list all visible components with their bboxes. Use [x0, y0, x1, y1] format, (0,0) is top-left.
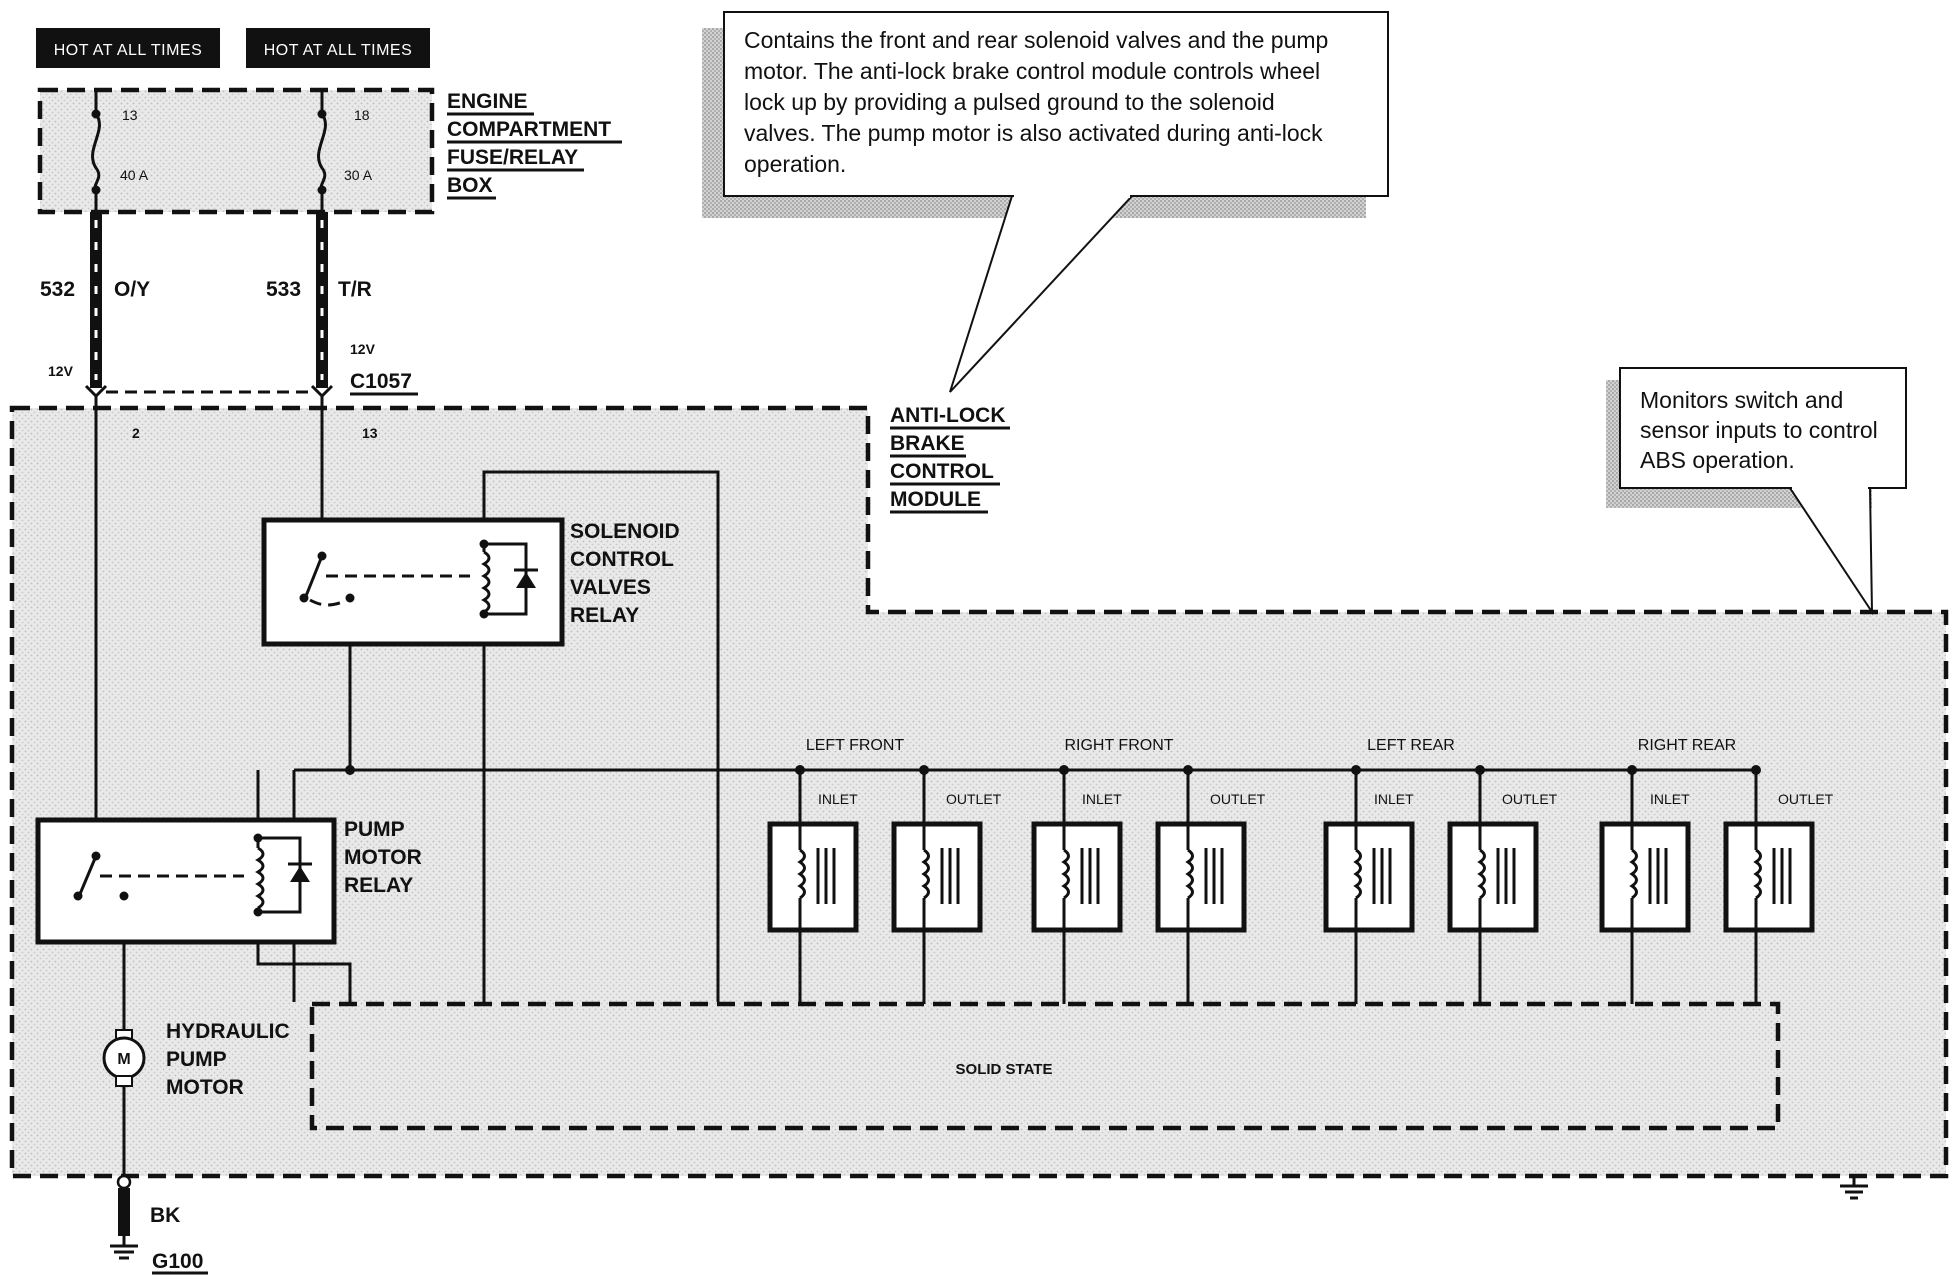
right-front-outlet-valve: OUTLET: [1155, 765, 1266, 1004]
svg-text:ENGINE: ENGINE: [447, 90, 528, 113]
outlet-label: OUTLET: [1502, 791, 1558, 807]
svg-text:ABS operation.: ABS operation.: [1640, 447, 1795, 473]
motor-symbol: M: [117, 1051, 130, 1068]
fuse-b-number: 18: [354, 107, 370, 123]
solenoid-control-valves-relay: SOLENOID CONTROL VALVES RELAY: [261, 517, 680, 647]
wire-533-color: T/R: [338, 278, 372, 301]
svg-text:HYDRAULIC: HYDRAULIC: [166, 1020, 290, 1043]
valve-group-left-rear: LEFT REAR INLET OUTLET: [1323, 737, 1558, 1004]
svg-text:MODULE: MODULE: [890, 488, 981, 511]
right-front-inlet-valve: INLET: [1031, 765, 1123, 1004]
module-ground-icon: [1840, 1176, 1868, 1200]
left-rear-inlet-valve: INLET: [1323, 765, 1415, 1004]
inlet-label: INLET: [1650, 791, 1690, 807]
pin-2: 2: [132, 425, 140, 441]
right-rear-inlet-valve: INLET: [1599, 765, 1691, 1004]
ground-g100: BK G100: [110, 1174, 208, 1275]
wire-533: 533 T/R 12V: [266, 212, 376, 388]
inlet-label: INLET: [1374, 791, 1414, 807]
valve-group-label: RIGHT FRONT: [1064, 737, 1173, 754]
svg-text:Monitors switch and: Monitors switch and: [1640, 387, 1843, 413]
svg-text:operation.: operation.: [744, 151, 846, 177]
fuse-18: 18 30 A: [317, 90, 373, 212]
connector-id: C1057: [350, 370, 412, 393]
fuse-relay-box: 13 40 A 18 30 A ENGINE COMPARTMENT FUSE/…: [37, 87, 622, 215]
pump-motor-label: HYDRAULIC PUMP MOTOR: [166, 1020, 290, 1099]
svg-text:RELAY: RELAY: [344, 874, 413, 897]
connector-c1057: C1057: [84, 370, 418, 399]
hot-at-all-times-2: HOT AT ALL TIMES: [246, 28, 430, 68]
inlet-label: INLET: [818, 791, 858, 807]
valve-group-label: RIGHT REAR: [1638, 737, 1736, 754]
wire-533-circuit: 533: [266, 278, 301, 301]
svg-text:BRAKE: BRAKE: [890, 432, 965, 455]
svg-text:motor. The anti-lock brake co: motor. The anti-lock brake control modul…: [744, 58, 1320, 84]
svg-text:BOX: BOX: [447, 174, 493, 197]
outlet-label: OUTLET: [946, 791, 1002, 807]
fuse-a-rating: 40 A: [120, 167, 149, 183]
callout-module-description: Contains the front and rear solenoid val…: [702, 11, 1389, 393]
solenoid-valves: LEFT FRONT INLET OUTLET RIGHT FRONT INLET OUT…: [767, 737, 1834, 1004]
svg-text:HOT AT ALL TIMES: HOT AT ALL TIMES: [54, 42, 203, 59]
fuse-a-number: 13: [122, 107, 138, 123]
svg-text:HOT AT ALL TIMES: HOT AT ALL TIMES: [264, 42, 413, 59]
pump-motor-relay: PUMP MOTOR RELAY: [35, 817, 422, 945]
svg-text:MOTOR: MOTOR: [344, 846, 422, 869]
inlet-label: INLET: [1082, 791, 1122, 807]
svg-text:COMPARTMENT: COMPARTMENT: [447, 118, 611, 141]
solid-state-label: SOLID STATE: [956, 1061, 1053, 1078]
wire-532-circuit: 532: [40, 278, 75, 301]
svg-text:lock up by providing a pulsed: lock up by providing a pulsed ground to …: [744, 89, 1275, 115]
fuse-b-rating: 30 A: [344, 167, 373, 183]
outlet-label: OUTLET: [1778, 791, 1834, 807]
ground-id: G100: [152, 1250, 203, 1273]
svg-text:SOLENOID: SOLENOID: [570, 520, 680, 543]
solenoid-relay-label: SOLENOID CONTROL VALVES RELAY: [570, 520, 680, 627]
ground-wire-color: BK: [150, 1204, 180, 1227]
outlet-label: OUTLET: [1210, 791, 1266, 807]
svg-text:MOTOR: MOTOR: [166, 1076, 244, 1099]
left-front-inlet-valve: INLET: [767, 765, 859, 1004]
pin-13: 13: [362, 425, 378, 441]
wire-532: 532 O/Y 12V: [40, 212, 150, 388]
left-rear-outlet-valve: OUTLET: [1447, 765, 1558, 1004]
valve-group-label: LEFT FRONT: [806, 737, 905, 754]
right-rear-outlet-valve: OUTLET: [1723, 765, 1834, 1004]
solid-state-block: SOLID STATE: [309, 1001, 1781, 1131]
svg-text:CONTROL: CONTROL: [570, 548, 674, 571]
valve-group-left-front: LEFT FRONT INLET OUTLET: [767, 737, 1002, 1004]
module-title: ANTI-LOCK BRAKE CONTROL MODULE: [890, 404, 1010, 514]
left-front-outlet-valve: OUTLET: [891, 765, 1002, 1004]
valve-group-label: LEFT REAR: [1367, 737, 1455, 754]
valve-group-right-rear: RIGHT REAR INLET OUTLET: [1599, 737, 1834, 1004]
callout-module-function: Monitors switch and sensor inputs to con…: [1606, 367, 1907, 616]
svg-text:Contains the front and rear so: Contains the front and rear solenoid val…: [744, 27, 1328, 53]
wire-533-voltage: 12V: [350, 341, 376, 357]
svg-text:FUSE/RELAY: FUSE/RELAY: [447, 146, 578, 169]
svg-text:PUMP: PUMP: [344, 818, 405, 841]
pump-relay-label: PUMP MOTOR RELAY: [344, 818, 422, 897]
svg-text:CONTROL: CONTROL: [890, 460, 994, 483]
svg-text:sensor inputs to control: sensor inputs to control: [1640, 417, 1878, 443]
hot-at-all-times-1: HOT AT ALL TIMES: [36, 28, 220, 68]
wire-532-voltage: 12V: [48, 363, 74, 379]
fuse-box-title: ENGINE COMPARTMENT FUSE/RELAY BOX: [447, 90, 622, 200]
hydraulic-pump-motor: M HYDRAULIC PUMP MOTOR: [102, 1020, 290, 1099]
valve-group-right-front: RIGHT FRONT INLET OUTLET: [1031, 737, 1266, 1004]
svg-text:valves. The pump motor is als: valves. The pump motor is also activated…: [744, 120, 1323, 146]
svg-text:ANTI-LOCK: ANTI-LOCK: [890, 404, 1005, 427]
svg-text:RELAY: RELAY: [570, 604, 639, 627]
svg-text:PUMP: PUMP: [166, 1048, 227, 1071]
fuse-13: 13 40 A: [91, 90, 149, 212]
wire-532-color: O/Y: [114, 278, 150, 301]
svg-text:VALVES: VALVES: [570, 576, 651, 599]
